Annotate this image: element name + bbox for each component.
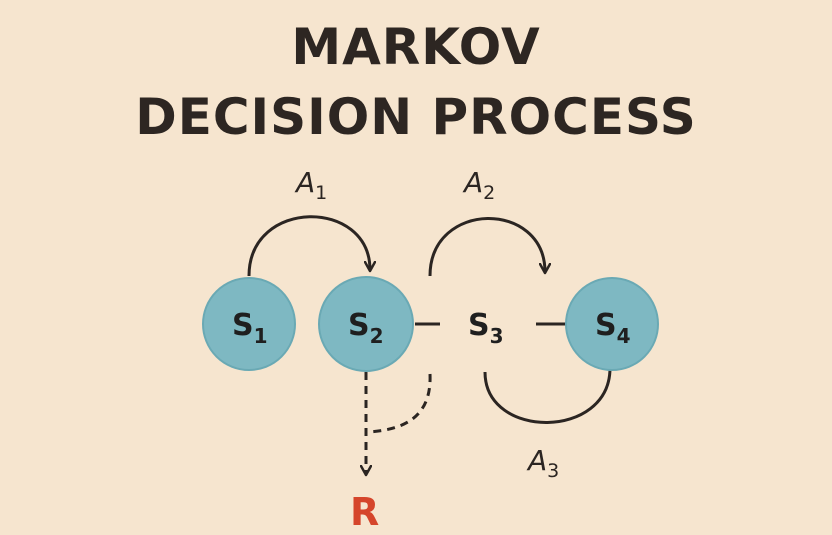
title-line-2: DECISION PROCESS: [135, 88, 697, 146]
reward-dashed-curve: [367, 373, 432, 434]
state-node-s2: [318, 276, 414, 372]
action-label-a3: A3: [526, 444, 559, 482]
state-node-s1: [202, 277, 296, 371]
action-label-a2: A2: [462, 166, 495, 204]
action-arrow-a3: [483, 367, 612, 424]
action-arrow-a1: [247, 215, 370, 277]
state-label-s3: S3: [468, 308, 504, 348]
title-line-1: MARKOV: [291, 18, 541, 76]
state-label-s2: S2: [348, 308, 384, 348]
state-label-s4: S4: [595, 308, 631, 348]
reward-label: R: [350, 490, 379, 534]
action-arrow-a2: [428, 217, 545, 277]
state-label-s1: S1: [232, 308, 268, 348]
state-node-s4: [565, 277, 659, 371]
action-label-a1: A1: [294, 166, 327, 204]
